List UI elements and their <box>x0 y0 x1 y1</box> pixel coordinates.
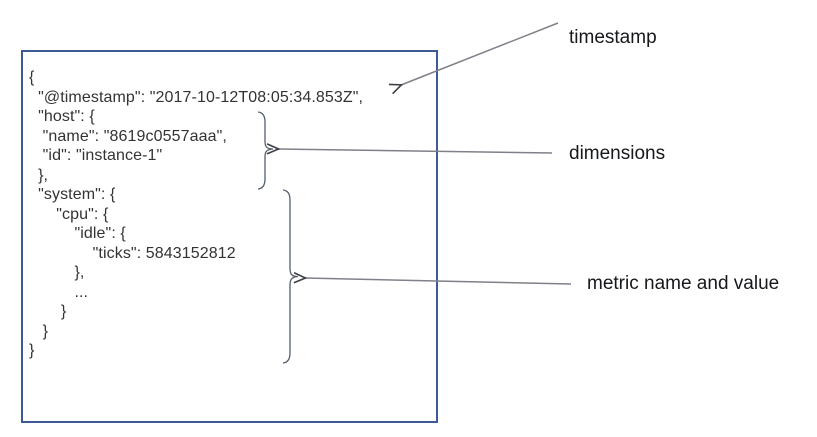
json-line-cpu: "cpu": { <box>29 205 109 223</box>
json-line: } <box>29 342 35 359</box>
json-document-box: { "@timestamp": "2017-10-12T08:05:34.853… <box>21 50 438 423</box>
json-line-host: "host": { <box>29 108 95 125</box>
json-line: } <box>29 303 67 320</box>
json-line-ellipsis: ... <box>29 283 89 301</box>
json-line: { <box>29 69 35 86</box>
metric-name-and-value-label: metric name and value <box>587 273 780 294</box>
json-line-timestamp: "@timestamp": "2017-10-12T08:05:34.853Z"… <box>29 88 364 106</box>
json-line: }, <box>29 264 85 281</box>
json-line-host-name: "name": "8619c0557aaa", <box>29 127 227 145</box>
timestamp-label: timestamp <box>569 27 657 48</box>
json-line-idle: "idle": { <box>29 225 126 242</box>
json-line-ticks: "ticks": 5843152812 <box>29 244 236 262</box>
json-line: } <box>29 322 49 340</box>
json-line: }, <box>29 166 49 184</box>
dimensions-label: dimensions <box>569 143 666 164</box>
json-line-host-id: "id": "instance-1" <box>29 147 163 164</box>
json-line-system: "system": { <box>29 186 116 203</box>
json-code: { "@timestamp": "2017-10-12T08:05:34.853… <box>29 68 363 361</box>
